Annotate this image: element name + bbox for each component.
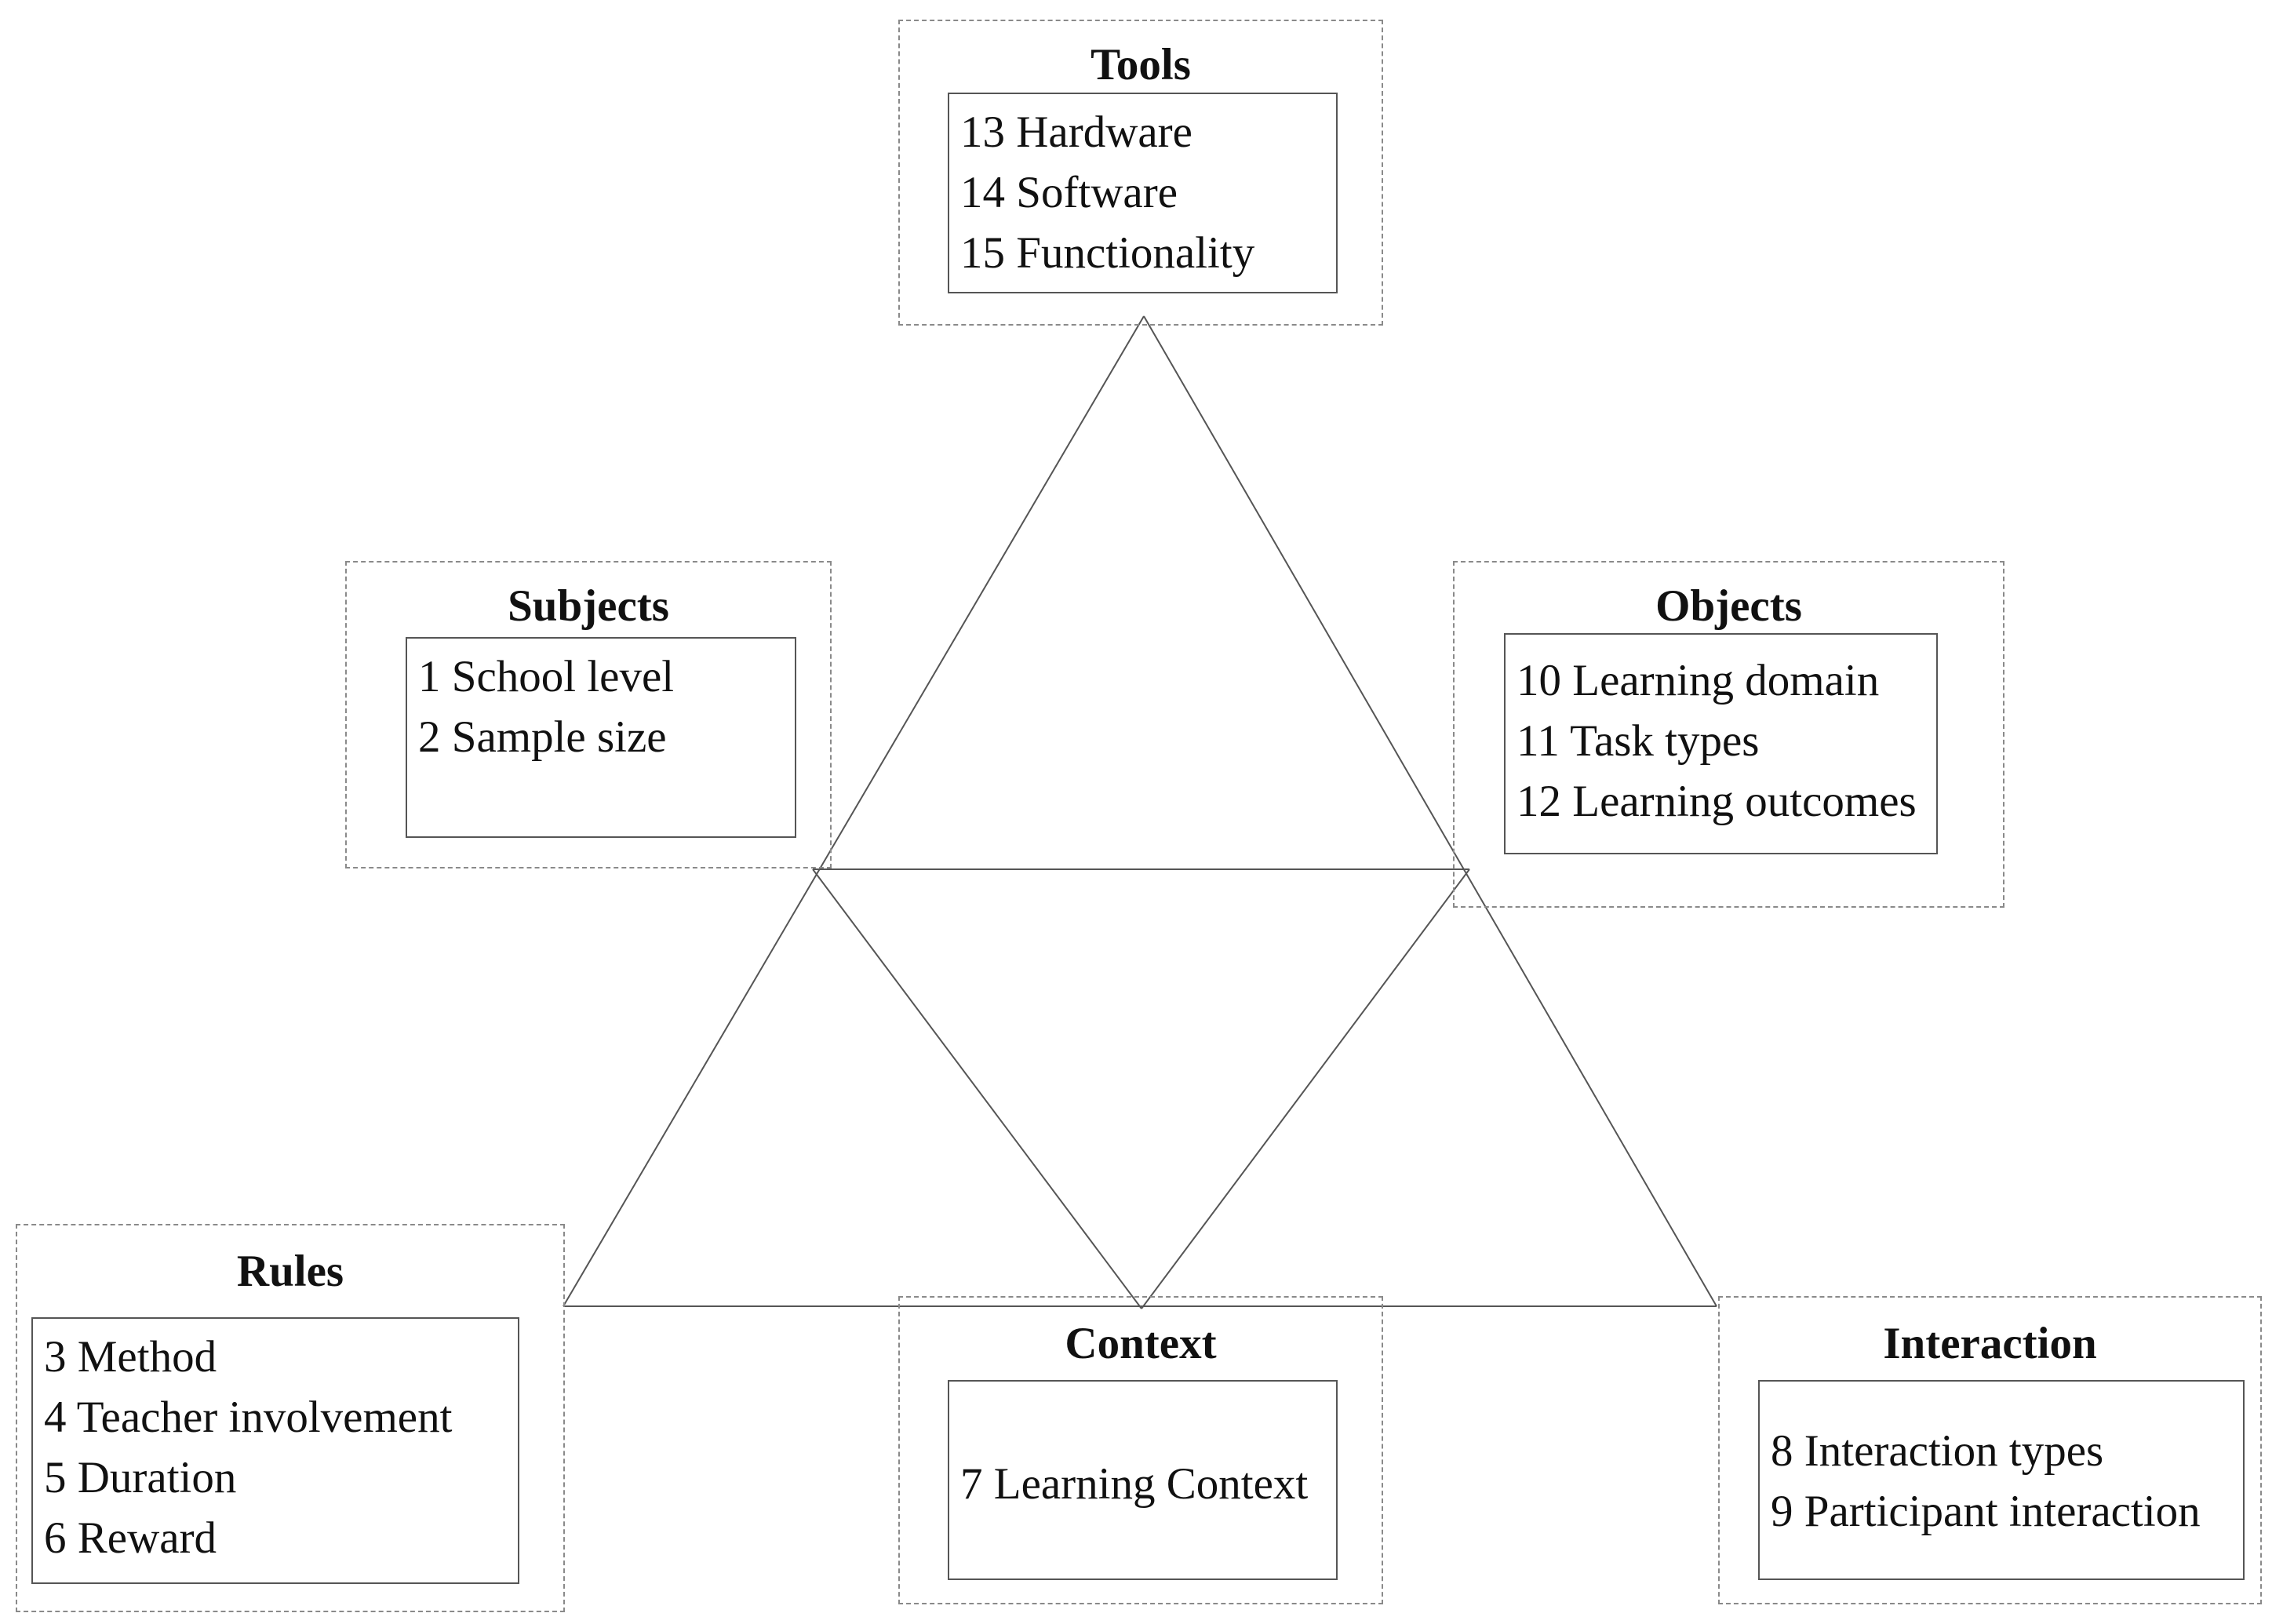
subjects-item-list: 1 School level 2 Sample size <box>406 637 796 838</box>
list-item: 13 Hardware <box>960 107 1192 157</box>
subjects-title: Subjects <box>508 581 669 631</box>
list-item: 6 Reward <box>44 1513 217 1563</box>
context-title: Context <box>1065 1319 1217 1368</box>
context-group: Context 7 Learning Context <box>898 1296 1383 1604</box>
objects-item-list: 10 Learning domain 11 Task types 12 Lear… <box>1504 633 1938 854</box>
interaction-item-list: 8 Interaction types 9 Participant intera… <box>1758 1380 2245 1580</box>
list-item: 15 Functionality <box>960 228 1255 278</box>
objects-title: Objects <box>1655 581 1802 631</box>
list-item: 4 Teacher involvement <box>44 1393 453 1442</box>
interaction-title: Interaction <box>1883 1319 2097 1368</box>
objects-group: Objects 10 Learning domain 11 Task types… <box>1453 561 2004 908</box>
tools-to-interaction-line <box>1143 315 1717 1307</box>
list-item: 10 Learning domain <box>1517 656 1880 705</box>
list-item: 9 Participant interaction <box>1771 1487 2201 1536</box>
rules-item-list: 3 Method 4 Teacher involvement 5 Duratio… <box>31 1317 519 1584</box>
subjects-group: Subjects 1 School level 2 Sample size <box>345 561 832 868</box>
rules-group: Rules 3 Method 4 Teacher involvement 5 D… <box>16 1224 565 1612</box>
list-item: 1 School level <box>418 652 675 701</box>
list-item: 3 Method <box>44 1332 217 1382</box>
list-item: 14 Software <box>960 168 1178 217</box>
list-item: 5 Duration <box>44 1453 237 1502</box>
tools-to-rules-line <box>563 315 1145 1307</box>
tools-title: Tools <box>1091 40 1191 89</box>
tools-item-list: 13 Hardware 14 Software 15 Functionality <box>948 93 1338 293</box>
tools-group: Tools 13 Hardware 14 Software 15 Functio… <box>898 20 1383 326</box>
subjects-to-context-line <box>812 868 1142 1309</box>
list-item: 11 Task types <box>1517 716 1760 766</box>
list-item: 12 Learning outcomes <box>1517 777 1917 826</box>
list-item: 7 Learning Context <box>960 1459 1309 1509</box>
objects-to-context-line <box>1141 868 1470 1309</box>
list-item: 8 Interaction types <box>1771 1426 2104 1476</box>
interaction-group: Interaction 8 Interaction types 9 Partic… <box>1718 1296 2262 1604</box>
context-item-list: 7 Learning Context <box>948 1380 1338 1580</box>
list-item: 2 Sample size <box>418 712 667 762</box>
rules-title: Rules <box>236 1247 344 1296</box>
